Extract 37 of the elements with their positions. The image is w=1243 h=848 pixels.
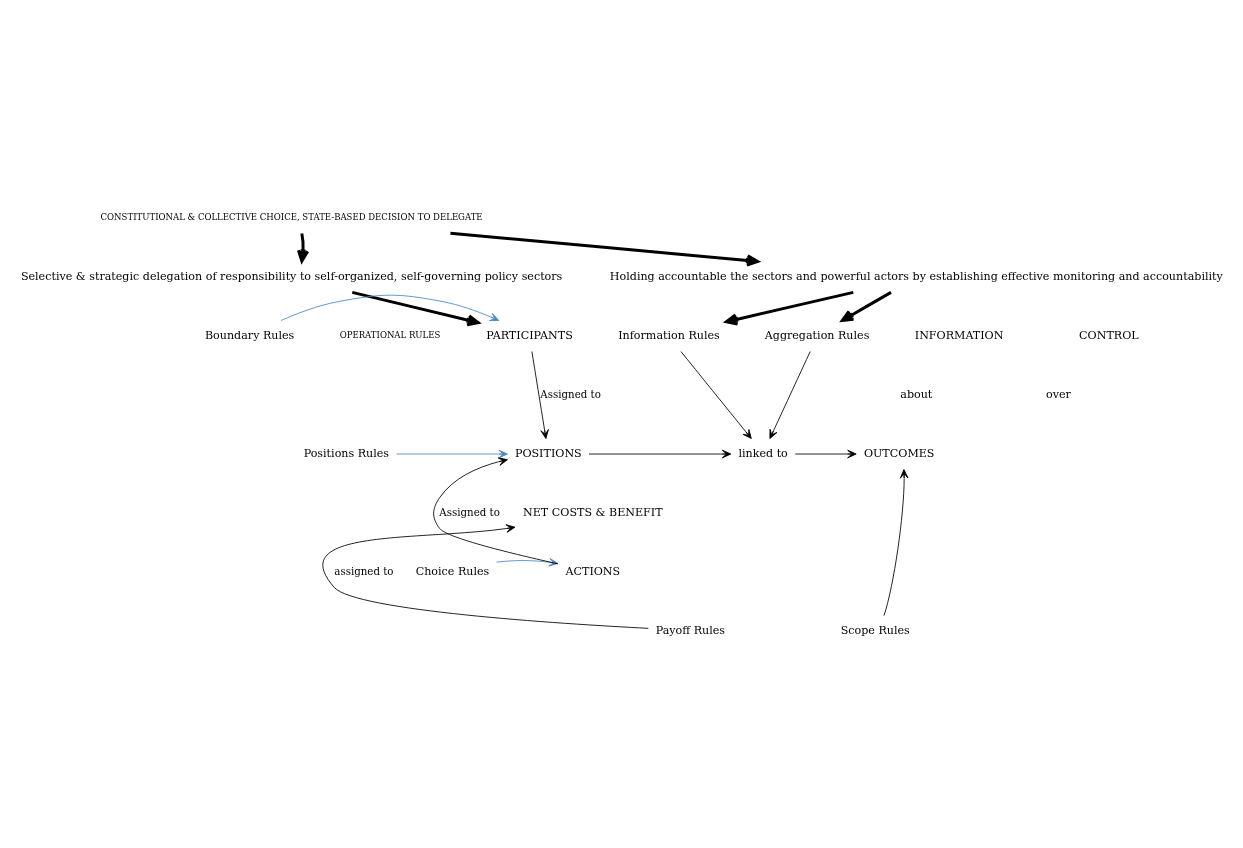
node-text: Choice Rules <box>415 564 490 578</box>
label: over <box>1045 387 1071 401</box>
node-text: NET COSTS & BENEFIT <box>523 505 663 519</box>
node-text: INFORMATION <box>914 328 1004 342</box>
arrow <box>680 350 752 439</box>
arrow <box>531 350 549 439</box>
node-text: CONTROL <box>1079 328 1139 342</box>
node-text: Selective & strategic delegation of responsibility to self-organized, self-governing policy sectors <box>20 269 563 283</box>
arrow <box>322 523 649 629</box>
node-text: Boundary Rules <box>204 328 295 342</box>
node-text: Positions Rules <box>303 446 390 460</box>
arrow <box>351 290 480 326</box>
node-text: Scope Rules <box>840 623 910 637</box>
node-text: OUTCOMES <box>863 446 935 460</box>
arrow <box>840 290 892 322</box>
arrow <box>280 294 500 321</box>
edge-label: Assigned to <box>540 387 601 400</box>
node-text: Aggregation Rules <box>764 328 870 342</box>
node-text: Holding accountable the sectors and powerful actors by establishing effective monitoring and accountability <box>609 269 1223 283</box>
node-text: CONSTITUTIONAL & COLLECTIVE CHOICE, STATE-BASED DECISION TO DELEGATE <box>100 211 483 222</box>
label: OPERATIONAL RULES <box>339 329 441 340</box>
arrow <box>588 449 732 458</box>
node-text: POSITIONS <box>514 446 582 460</box>
edge-label: assigned to <box>334 564 394 577</box>
node-text: Payoff Rules <box>655 623 726 637</box>
node-text: linked to <box>738 446 788 460</box>
arrow <box>450 231 760 267</box>
arrow <box>883 468 909 616</box>
label: about <box>900 387 933 401</box>
node-text: ACTIONS <box>565 564 621 578</box>
arrow <box>794 449 857 458</box>
arrow <box>769 350 811 439</box>
arrow <box>724 290 854 325</box>
arrow <box>396 449 508 458</box>
node-text: Information Rules <box>618 328 720 342</box>
edge-label: Assigned to <box>439 505 500 518</box>
node-text: PARTICIPANTS <box>486 328 573 342</box>
